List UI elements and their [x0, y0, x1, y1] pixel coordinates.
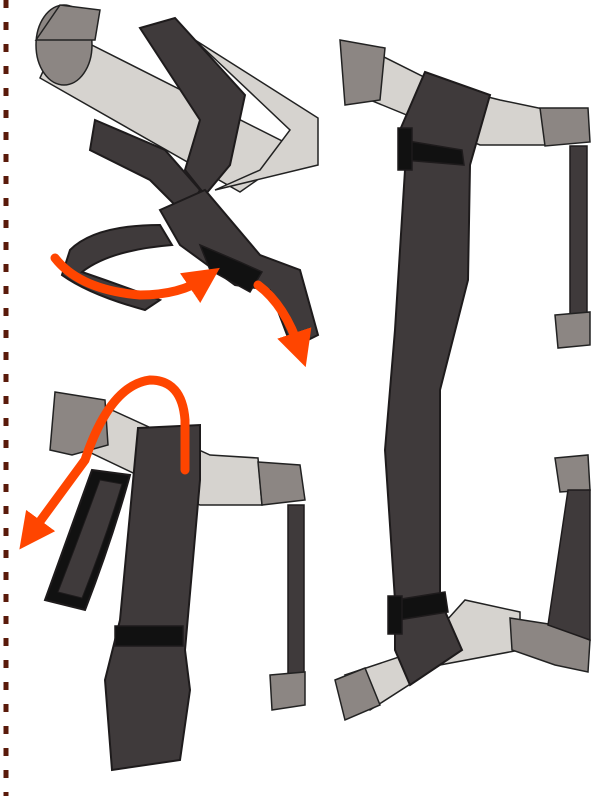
strap-tail-top	[62, 190, 318, 348]
strap-fitted-right	[385, 72, 490, 685]
panel-bottom-left	[30, 380, 305, 770]
panel-top-left	[36, 5, 318, 350]
frame-tube-right-bottom	[335, 455, 590, 720]
panel-right	[335, 40, 590, 720]
